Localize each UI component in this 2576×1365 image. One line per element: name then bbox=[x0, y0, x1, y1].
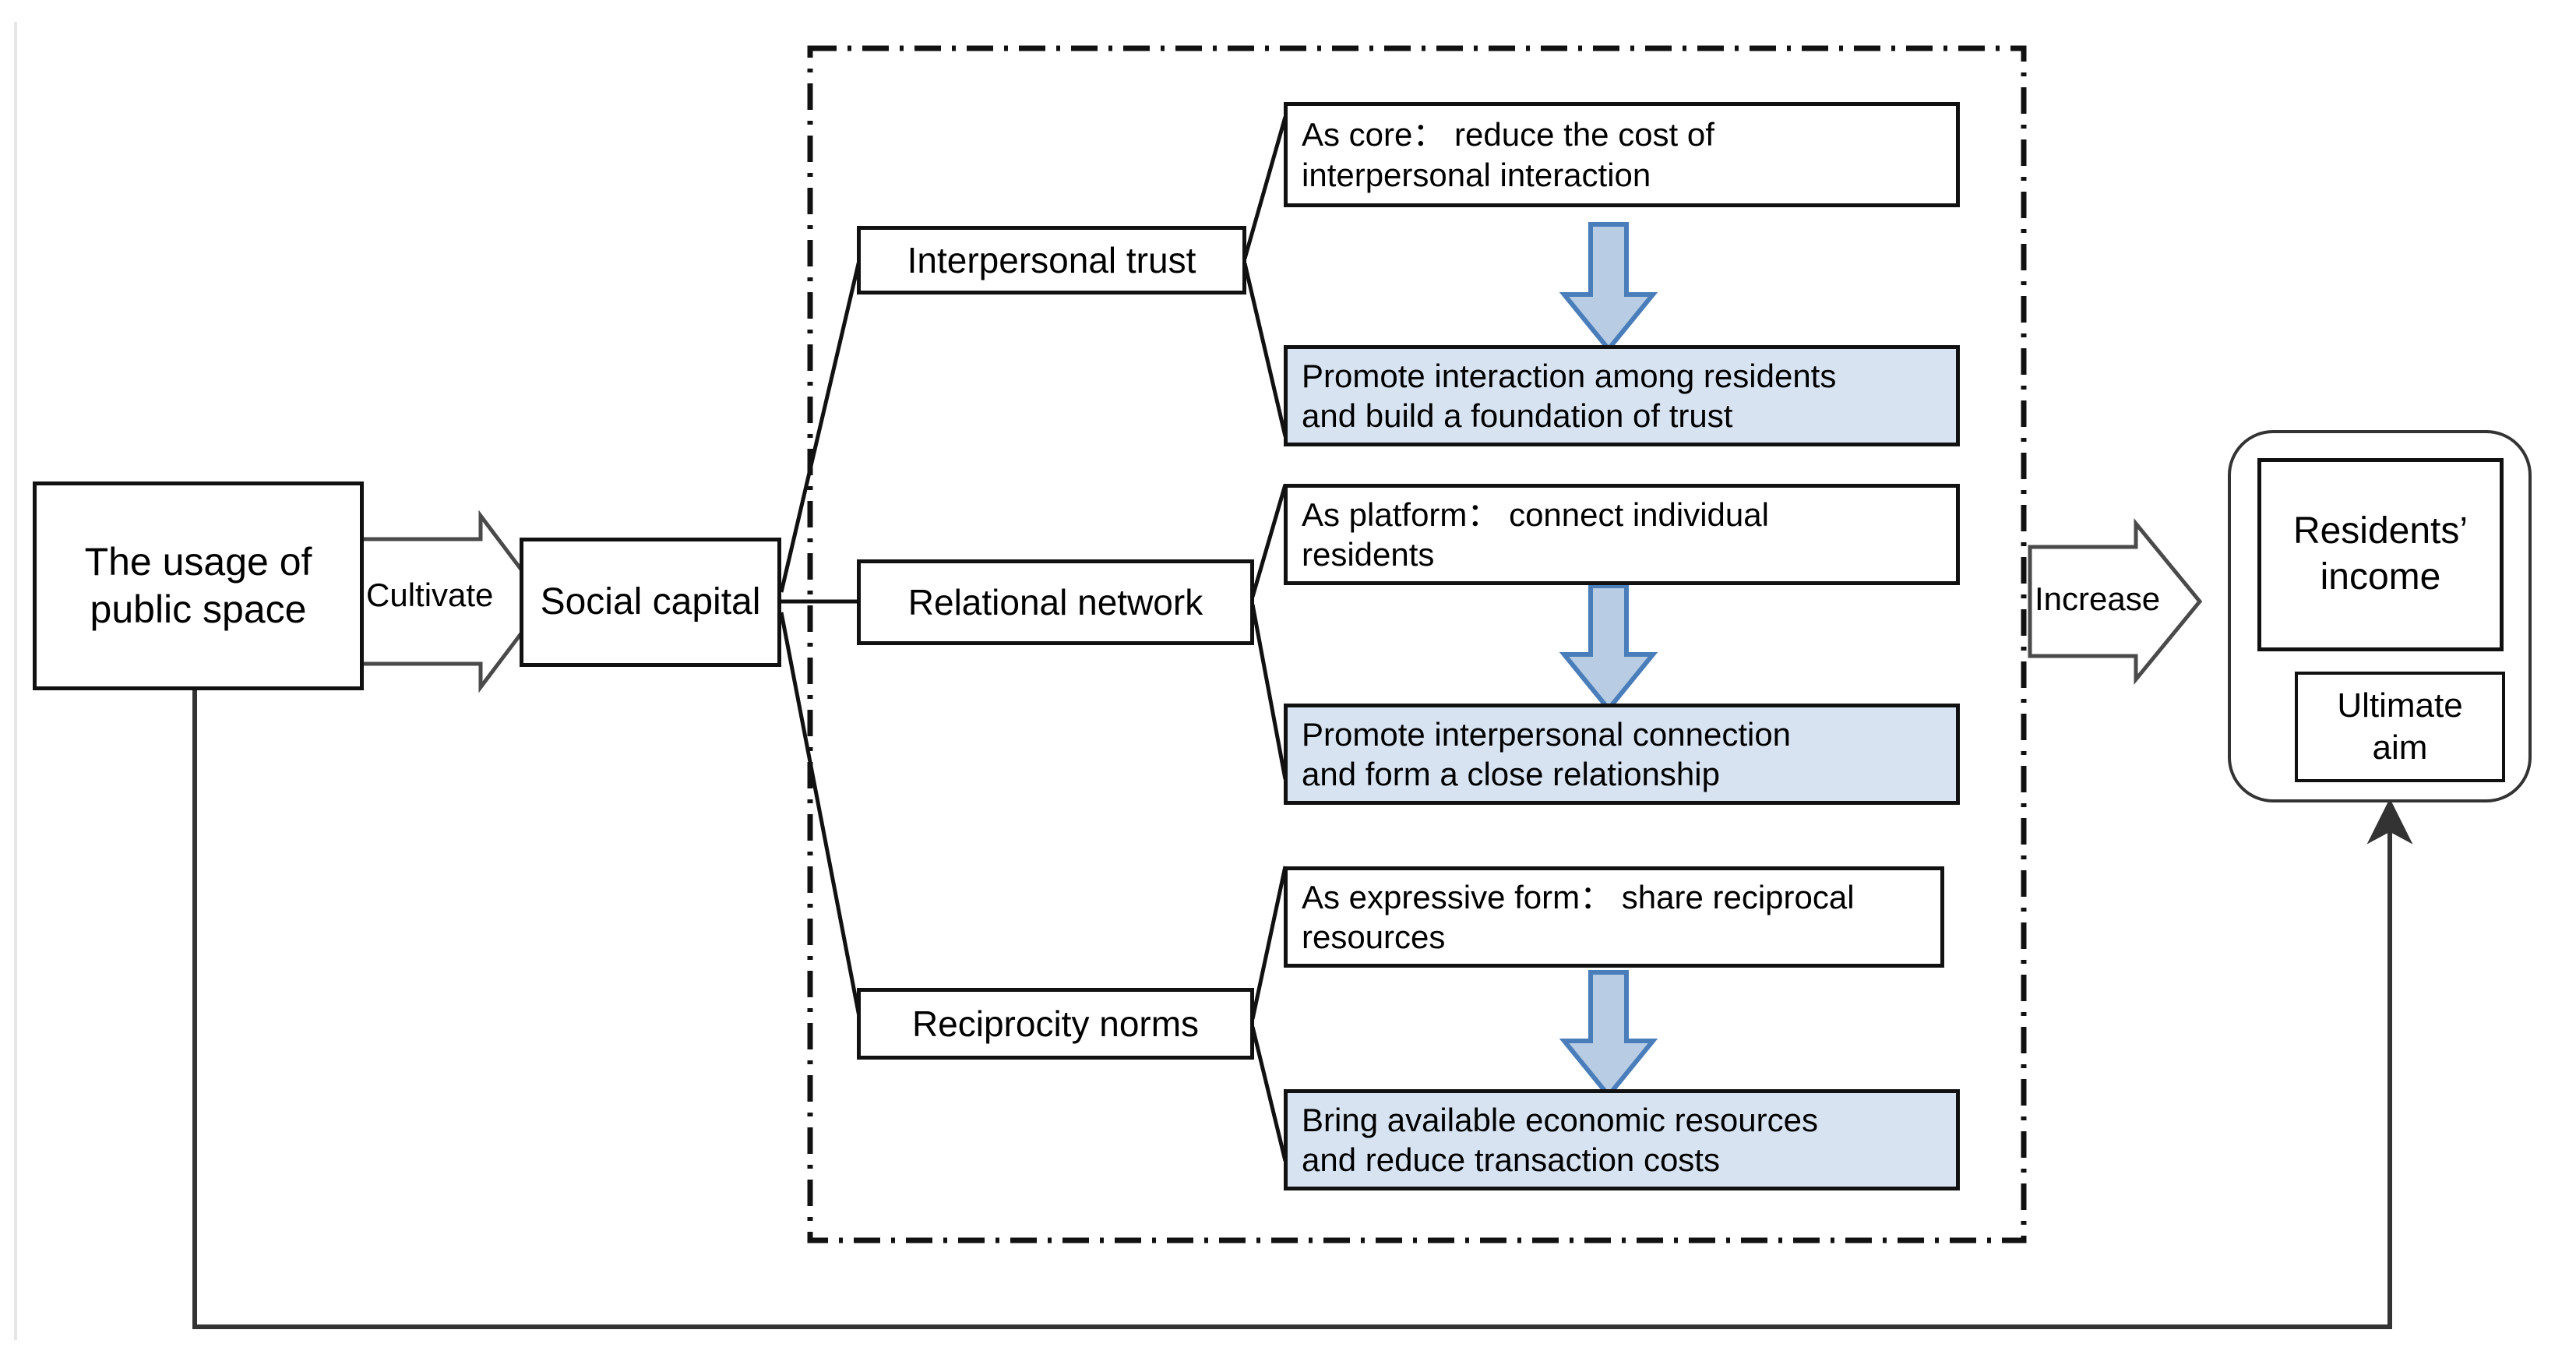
feedback-arrow-icon bbox=[2366, 798, 2413, 845]
rc-fn-line1: As expressive form： share reciprocal bbox=[1302, 878, 1855, 915]
down-block-arrow-icon-2 bbox=[1559, 584, 1658, 713]
rc-ef-line1: Bring available economic resources bbox=[1302, 1101, 1818, 1138]
node-residents-income[interactable]: Residents’ income bbox=[2257, 458, 2504, 651]
feedback-loop-path bbox=[192, 690, 2392, 1329]
edge-reciprocity-norms-to-effect bbox=[1250, 1026, 1288, 1162]
node-usage-of-public-space-label: The usage of public space bbox=[37, 538, 360, 633]
edge-socialcapital-to-interpersonal-trust bbox=[779, 256, 862, 593]
node-residents-income-label: Residents’ income bbox=[2261, 509, 2500, 600]
node-social-capital[interactable]: Social capital bbox=[520, 538, 781, 667]
node-usage-of-public-space[interactable]: The usage of public space bbox=[33, 481, 364, 690]
it-ef-line1: Promote interaction among residents bbox=[1302, 357, 1837, 394]
node-interpersonal-trust-function[interactable]: As core： reduce the cost of interpersona… bbox=[1284, 102, 1960, 207]
ri-line2: income bbox=[2320, 556, 2441, 598]
rn-ef-line1: Promote interpersonal connection bbox=[1302, 715, 1792, 753]
ri-line1: Residents’ bbox=[2292, 510, 2469, 552]
node-relational-network-effect[interactable]: Promote interpersonal connection and for… bbox=[1284, 704, 1960, 805]
edge-label-cultivate: Cultivate bbox=[366, 577, 494, 613]
edge-label-increase: Increase bbox=[2035, 580, 2161, 617]
node-social-capital-label: Social capital bbox=[540, 580, 761, 623]
interpersonal-trust-effect-text: Promote interaction among residents and … bbox=[1302, 356, 1948, 436]
node-relational-network[interactable]: Relational network bbox=[857, 559, 1254, 645]
usage-label-line2: public space bbox=[90, 587, 307, 631]
rn-ef-line2: and form a close relationship bbox=[1302, 756, 1720, 792]
rc-ef-line2: and reduce transaction costs bbox=[1302, 1141, 1720, 1178]
node-reciprocity-norms-function[interactable]: As expressive form： share reciprocal res… bbox=[1284, 866, 1944, 968]
node-interpersonal-trust-effect[interactable]: Promote interaction among residents and … bbox=[1284, 345, 1960, 446]
right-block-arrow-icon-increase bbox=[2028, 518, 2203, 685]
node-ultimate-aim-label: Ultimate aim bbox=[2298, 685, 2502, 768]
rc-fn-line2: resources bbox=[1302, 919, 1446, 955]
down-block-arrow-icon-1 bbox=[1559, 222, 1658, 353]
reciprocity-norms-function-text: As expressive form： share reciprocal res… bbox=[1302, 877, 1933, 957]
it-fn-line2: interpersonal interaction bbox=[1302, 156, 1651, 193]
relational-network-effect-text: Promote interpersonal connection and for… bbox=[1302, 714, 1948, 794]
ua-line1: Ultimate bbox=[2337, 686, 2463, 725]
node-reciprocity-norms[interactable]: Reciprocity norms bbox=[857, 988, 1254, 1060]
node-interpersonal-trust-label: Interpersonal trust bbox=[907, 239, 1196, 280]
relational-network-function-text: As platform： connect individual resident… bbox=[1302, 495, 1948, 574]
edge-interpersonal-trust-to-effect bbox=[1242, 263, 1288, 437]
node-relational-network-function[interactable]: As platform： connect individual resident… bbox=[1284, 484, 1960, 585]
edge-socialcapital-to-reciprocity-norms bbox=[779, 612, 862, 1021]
it-ef-line2: and build a foundation of trust bbox=[1302, 397, 1733, 434]
dash-dot-group-border bbox=[807, 45, 2027, 1243]
edge-relational-network-to-effect bbox=[1250, 604, 1288, 780]
usage-label-line1: The usage of bbox=[84, 540, 312, 584]
edge-reciprocity-norms-to-function bbox=[1250, 866, 1288, 1020]
node-relational-network-label: Relational network bbox=[907, 581, 1203, 623]
node-reciprocity-norms-label: Reciprocity norms bbox=[911, 1003, 1200, 1044]
rn-fn-line1: As platform： connect individual bbox=[1302, 496, 1769, 533]
down-block-arrow-icon-3 bbox=[1559, 970, 1658, 1099]
edge-relational-network-to-function bbox=[1250, 484, 1288, 598]
rn-fn-line2: residents bbox=[1302, 536, 1435, 573]
interpersonal-trust-function-text: As core： reduce the cost of interpersona… bbox=[1302, 115, 1948, 194]
node-ultimate-aim[interactable]: Ultimate aim bbox=[2295, 672, 2505, 782]
edge-interpersonal-trust-to-function bbox=[1242, 116, 1288, 259]
reciprocity-norms-effect-text: Bring available economic resources and r… bbox=[1302, 1100, 1948, 1180]
it-fn-line1: As core： reduce the cost of bbox=[1302, 116, 1714, 153]
right-block-arrow-icon-cultivate bbox=[358, 510, 548, 693]
node-reciprocity-norms-effect[interactable]: Bring available economic resources and r… bbox=[1284, 1089, 1960, 1190]
ua-line2: aim bbox=[2372, 728, 2428, 767]
node-interpersonal-trust[interactable]: Interpersonal trust bbox=[857, 226, 1246, 295]
